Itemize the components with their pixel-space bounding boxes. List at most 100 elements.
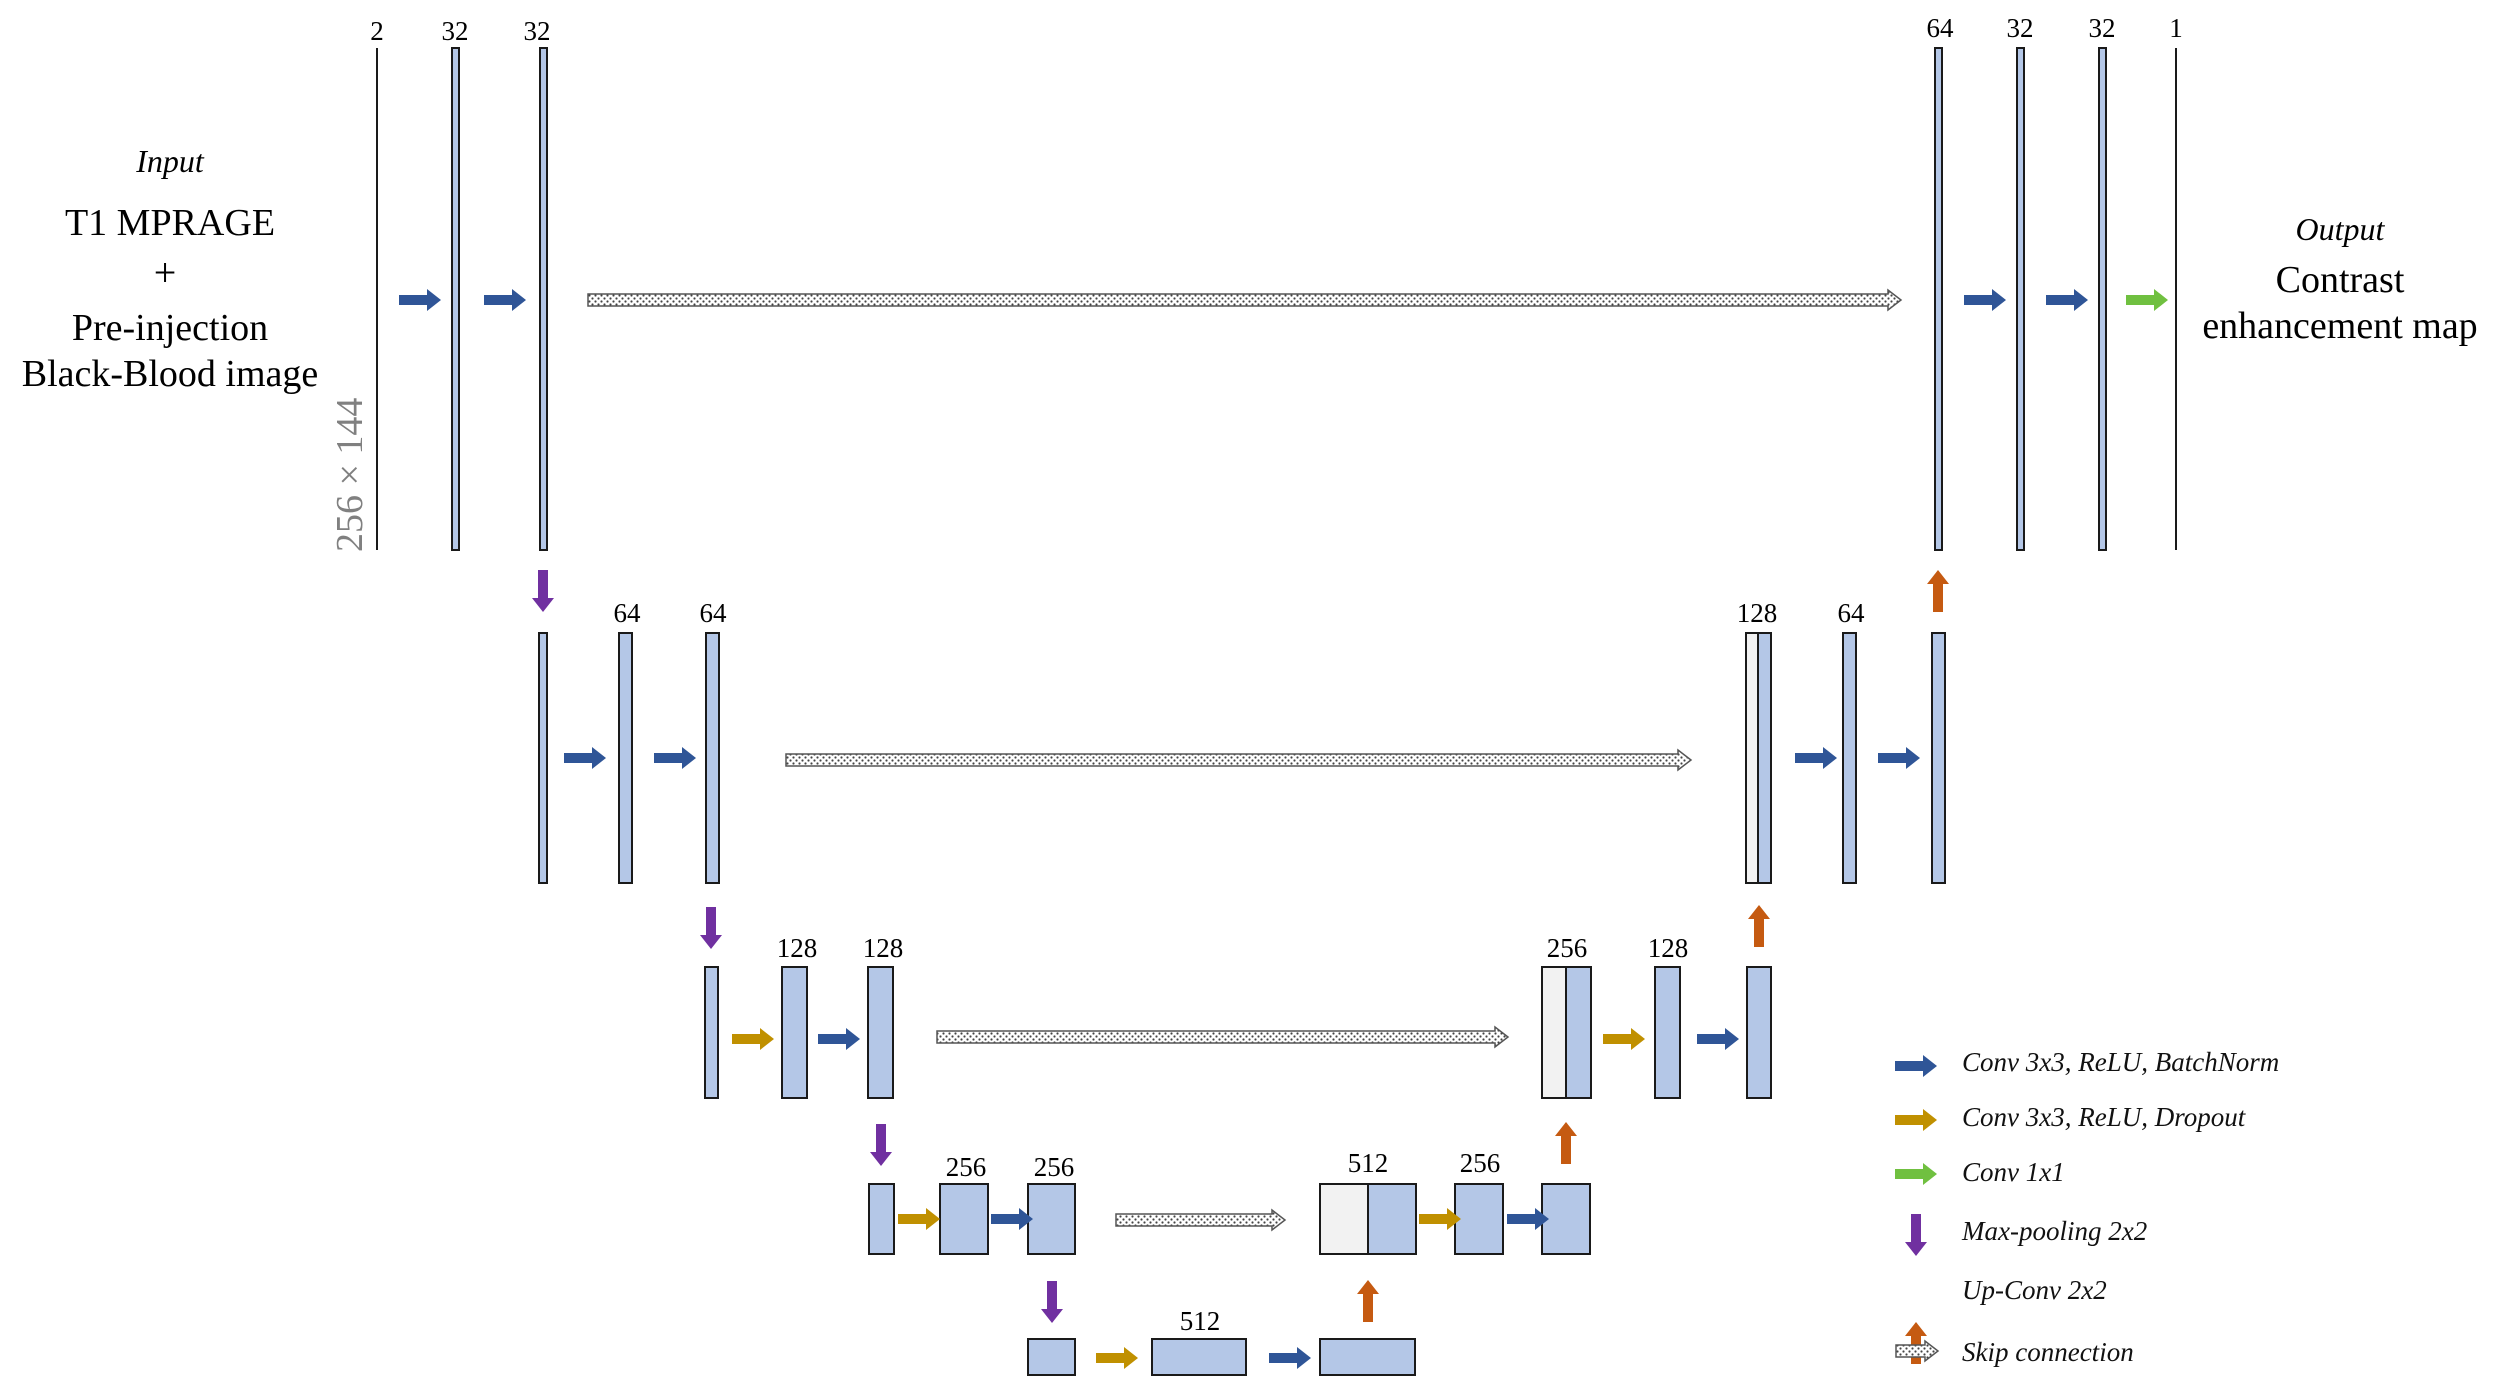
input-line-3: Pre-injection xyxy=(72,307,268,349)
channel-label: 32 xyxy=(524,16,551,46)
feature-map-l1-32d xyxy=(2098,47,2107,551)
decoder-level-2 xyxy=(1745,632,1946,884)
output-feature-map xyxy=(2175,48,2177,550)
channel-label: 256 xyxy=(1547,933,1588,963)
feature-map-l3-skip-copy xyxy=(1541,966,1567,1099)
feature-map-l2-64b xyxy=(705,632,720,884)
legend-conv-dropout-icon xyxy=(1895,1109,1937,1131)
decoder-level-3 xyxy=(1541,966,1772,1099)
feature-map-l4-256a xyxy=(939,1183,989,1255)
legend-label-up-conv: Up-Conv 2x2 xyxy=(1962,1275,2107,1305)
conv-bn-arrow xyxy=(1964,289,2006,311)
channel-label: 64 xyxy=(1927,13,1955,43)
conv-dropout-arrow xyxy=(1603,1028,1645,1050)
conv-dropout-arrow xyxy=(898,1208,940,1230)
up-conv-arrow xyxy=(1748,905,1770,947)
conv-dropout-arrow xyxy=(1419,1208,1461,1230)
feature-map-l2-64d xyxy=(1931,632,1946,884)
feature-map-l4-256c xyxy=(1454,1183,1504,1255)
feature-map-l2-64a xyxy=(618,632,633,884)
up-conv-arrow xyxy=(1555,1122,1577,1164)
feature-map-l3-128b xyxy=(867,966,894,1099)
conv-bn-arrow xyxy=(484,289,526,311)
conv-dropout-arrow xyxy=(1096,1347,1138,1369)
conv-bn-arrow xyxy=(654,747,696,769)
feature-map-l1-32c xyxy=(2016,47,2025,551)
max-pool-arrow xyxy=(700,907,722,949)
legend-label-conv-dropout: Conv 3x3, ReLU, Dropout xyxy=(1962,1102,2247,1132)
channel-labels: 2 32 32 64 32 32 1 64 64 128 64 128 128 … xyxy=(370,13,2183,1336)
input-line-2: + xyxy=(154,250,177,295)
feature-map-l3-128c xyxy=(1654,966,1681,1099)
decoder-level-1 xyxy=(1934,47,2177,551)
legend-conv-1x1-icon xyxy=(1895,1163,1937,1185)
legend-labels: Conv 3x3, ReLU, BatchNorm Conv 3x3, ReLU… xyxy=(1961,1047,2279,1367)
legend-label-max-pool: Max-pooling 2x2 xyxy=(1961,1216,2147,1246)
channel-label: 128 xyxy=(1648,933,1689,963)
channel-label: 512 xyxy=(1348,1148,1389,1178)
conv-bn-arrow xyxy=(1507,1208,1549,1230)
channel-label: 128 xyxy=(777,933,818,963)
feature-map-l5-pooled xyxy=(1027,1338,1076,1376)
feature-map-l4-pooled xyxy=(868,1183,895,1255)
feature-map-l4-up xyxy=(1367,1183,1417,1255)
feature-map-l3-128d xyxy=(1746,966,1772,1099)
conv-bn-arrow xyxy=(991,1208,1033,1230)
feature-map-l4-skip-copy xyxy=(1319,1183,1369,1255)
channel-label: 512 xyxy=(1180,1306,1221,1336)
legend-label-conv-bn: Conv 3x3, ReLU, BatchNorm xyxy=(1962,1047,2279,1077)
legend-conv-bn-icon xyxy=(1895,1055,1937,1077)
conv-bn-arrow xyxy=(1697,1028,1739,1050)
channel-label: 2 xyxy=(370,16,384,46)
output-heading: Output xyxy=(2296,211,2386,247)
up-conv-arrow xyxy=(1357,1280,1379,1322)
input-line-4: Black-Blood image xyxy=(22,353,319,395)
channel-label: 1 xyxy=(2169,13,2183,43)
feature-map-l1-up-64 xyxy=(1934,47,1943,551)
feature-map-l1-32b xyxy=(539,47,548,551)
output-line-1: Contrast xyxy=(2276,259,2405,301)
conv-1x1-arrow xyxy=(2126,289,2168,311)
skip-connections xyxy=(587,288,1903,1232)
channel-label: 32 xyxy=(2007,13,2034,43)
encoder-level-1 xyxy=(376,47,548,551)
legend-max-pool-icon xyxy=(1905,1214,1927,1256)
feature-map-l2-64c xyxy=(1842,632,1857,884)
feature-map-l4-256b xyxy=(1027,1183,1076,1255)
legend: Conv 3x3, ReLU, BatchNorm Conv 3x3, ReLU… xyxy=(1895,1047,2279,1367)
input-line-1: T1 MPRAGE xyxy=(65,202,275,244)
conv-bn-arrow xyxy=(1878,747,1920,769)
feature-map-l5-512b xyxy=(1319,1338,1416,1376)
channel-label: 256 xyxy=(946,1152,987,1182)
input-heading: Input xyxy=(135,143,205,179)
skip-connection-l1 xyxy=(587,288,1903,312)
input-feature-map xyxy=(376,48,378,550)
conv-bn-arrow xyxy=(399,289,441,311)
max-pool-arrow xyxy=(870,1124,892,1166)
feature-map-l3-up xyxy=(1565,966,1592,1099)
channel-label: 256 xyxy=(1034,1152,1075,1182)
skip-connection-l3 xyxy=(936,1025,1510,1049)
encoder-level-4 xyxy=(868,1183,1076,1255)
max-pool-arrow xyxy=(532,570,554,612)
operation-arrows xyxy=(399,289,2168,1369)
feature-map-l2-pooled xyxy=(538,632,548,884)
skip-connection-l4 xyxy=(1115,1208,1287,1232)
feature-map-l2-skip-copy xyxy=(1745,632,1759,884)
up-conv-arrow xyxy=(1927,570,1949,612)
max-pool-arrow xyxy=(1041,1281,1063,1323)
input-description: Input T1 MPRAGE + Pre-injection Black-Bl… xyxy=(22,143,371,552)
legend-label-skip: Skip connection xyxy=(1962,1337,2134,1367)
encoder-level-2 xyxy=(538,632,720,884)
encoder-level-3 xyxy=(704,966,894,1099)
channel-label: 256 xyxy=(1460,1148,1501,1178)
feature-map-l5-512a xyxy=(1151,1338,1247,1376)
input-size-label: 256 × 144 xyxy=(329,398,371,552)
legend-up-conv-icon xyxy=(1905,1322,1927,1364)
channel-label: 128 xyxy=(863,933,904,963)
feature-map-l3-pooled xyxy=(704,966,719,1099)
channel-label: 32 xyxy=(2089,13,2116,43)
conv-bn-arrow xyxy=(564,747,606,769)
feature-map-l1-32a xyxy=(451,47,460,551)
